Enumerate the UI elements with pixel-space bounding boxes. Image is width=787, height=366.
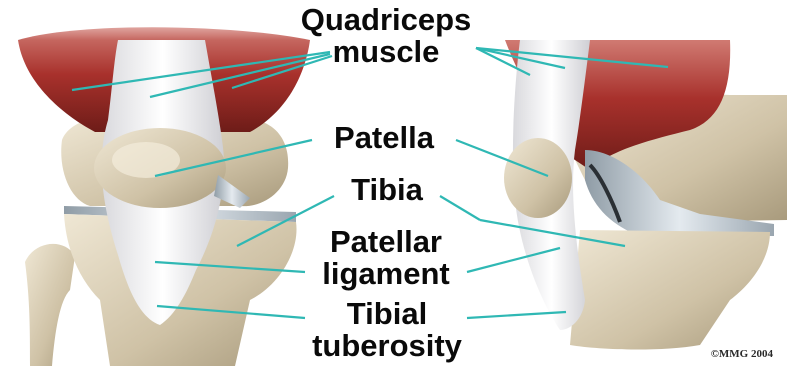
patellar-ligament-label: Patellar ligament <box>300 226 472 290</box>
fibula-shape <box>25 244 75 366</box>
quadriceps-label: Quadriceps muscle <box>296 4 476 68</box>
patellar-ligament-label-line1: Patellar <box>300 226 472 258</box>
front-view <box>0 0 330 366</box>
quadriceps-label-line1: Quadriceps <box>296 4 476 36</box>
side-tibia-shape <box>570 230 770 350</box>
tibial-tuberosity-label-line1: Tibial <box>282 298 492 330</box>
tibia-leader-right <box>440 196 480 220</box>
side-patella-shape <box>504 138 572 218</box>
quadriceps-label-line2: muscle <box>296 36 476 68</box>
tibia-label: Tibia <box>334 174 440 206</box>
copyright-notice: ©MMG 2004 <box>711 348 773 360</box>
patellar-ligament-label-line2: ligament <box>300 258 472 290</box>
tibial-tuberosity-label-line2: tuberosity <box>282 330 492 362</box>
patella-label: Patella <box>312 122 456 154</box>
tibial-tuberosity-label: Tibial tuberosity <box>282 298 492 362</box>
